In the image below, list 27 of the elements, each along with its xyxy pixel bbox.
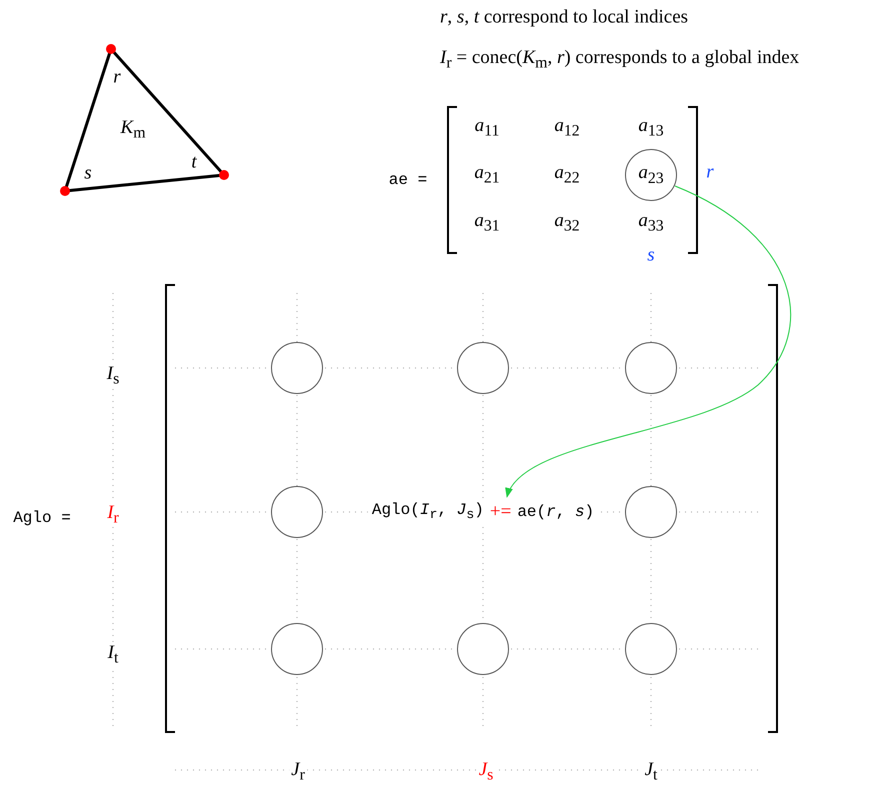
matrix-entry: a$_{12}$ xyxy=(554,116,580,140)
matrix-entry: a$_{33}$ xyxy=(638,210,664,236)
matrix-entry: a$_{11}$ xyxy=(474,116,500,140)
circle-marker xyxy=(271,623,323,675)
circle-marker xyxy=(271,486,323,538)
matrix-entry: a$_{32}$ xyxy=(554,210,580,236)
vertex-label: t xyxy=(191,152,197,174)
circle-marker xyxy=(457,623,509,675)
circle-marker xyxy=(457,342,509,394)
note: r, s, t correspond to local indices xyxy=(440,8,688,28)
circle-marker xyxy=(625,486,677,538)
circled-matrix-entry: a$_{23}$ xyxy=(625,149,677,201)
matrix-entry: a$_{31}$ xyxy=(474,210,500,236)
arrow xyxy=(506,186,791,498)
vertex-label: r xyxy=(113,68,121,88)
matrix-entry: a$_{22}$ xyxy=(554,162,580,188)
matrix-entry: a$_{21}$ xyxy=(474,162,500,188)
note: I$_{r}$ = conec(K$_{m}$, r) corresponds to a global index xyxy=(440,48,800,72)
vertex-label: s xyxy=(84,164,92,184)
matrix-name: Aglo = xyxy=(13,510,71,528)
circle-marker xyxy=(625,342,677,394)
matrix-entry: a$_{13}$ xyxy=(638,116,664,140)
row-index-label: I$_{t}$ xyxy=(106,642,120,668)
circle-marker xyxy=(625,623,677,675)
matrix-name: ae = xyxy=(388,172,428,190)
circle-marker xyxy=(271,342,323,394)
element-label: K$_{m}$ xyxy=(120,118,146,142)
